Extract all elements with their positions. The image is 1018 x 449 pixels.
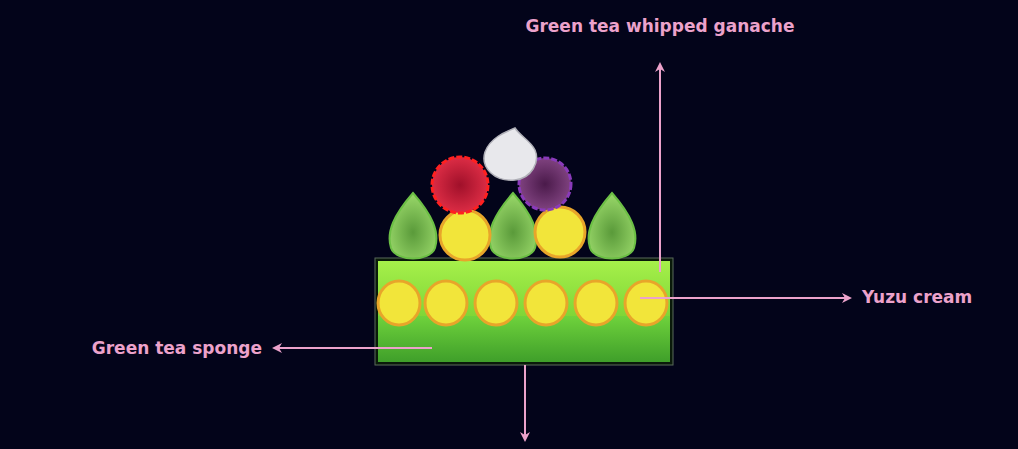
callout-label: Green tea whipped ganache [526,16,795,36]
callout-label: Green tea sponge [92,338,262,358]
callout-label: Yuzu cream [862,287,972,307]
